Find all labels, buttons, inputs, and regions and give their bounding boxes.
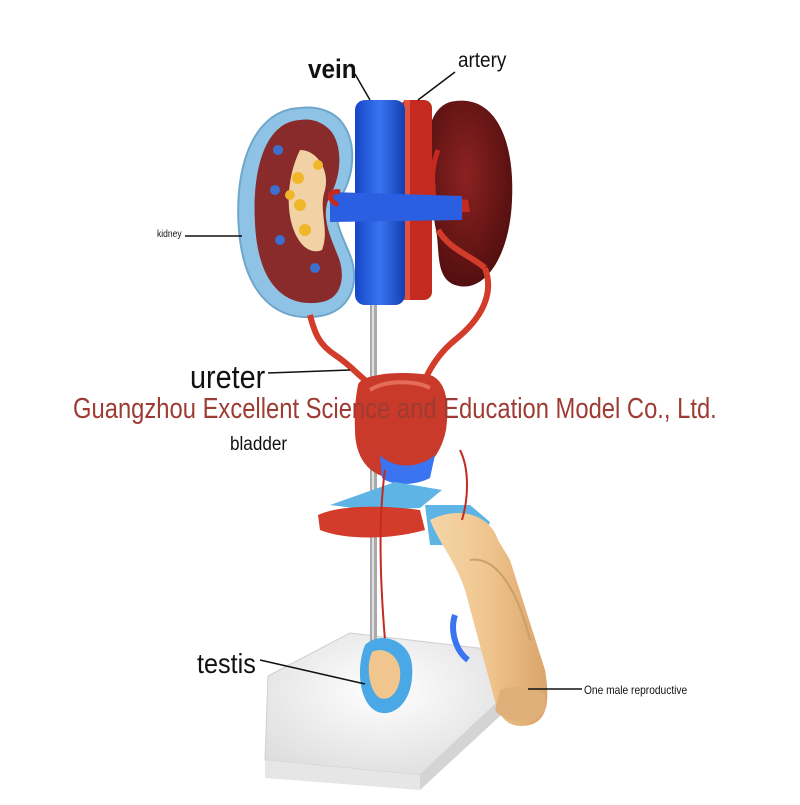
penis (430, 512, 548, 726)
label-testis: testis (197, 648, 256, 679)
bladder (354, 373, 448, 484)
label-bladder: bladder (230, 434, 288, 455)
label-reproductive: One male reproductive (584, 683, 688, 697)
vein (327, 100, 462, 305)
ureter-left (307, 314, 367, 383)
testis (359, 637, 413, 714)
kidney-left (237, 106, 356, 319)
label-kidney: kidney (157, 229, 182, 240)
leader-lines (185, 71, 582, 690)
label-ureter: ureter (190, 359, 266, 395)
watermark-text: Guangzhou Excellent Science and Educatio… (73, 393, 717, 425)
label-artery: artery (458, 49, 507, 72)
label-vein: vein (308, 54, 357, 84)
ureter-right (422, 266, 492, 382)
vas-deferens (379, 469, 386, 641)
